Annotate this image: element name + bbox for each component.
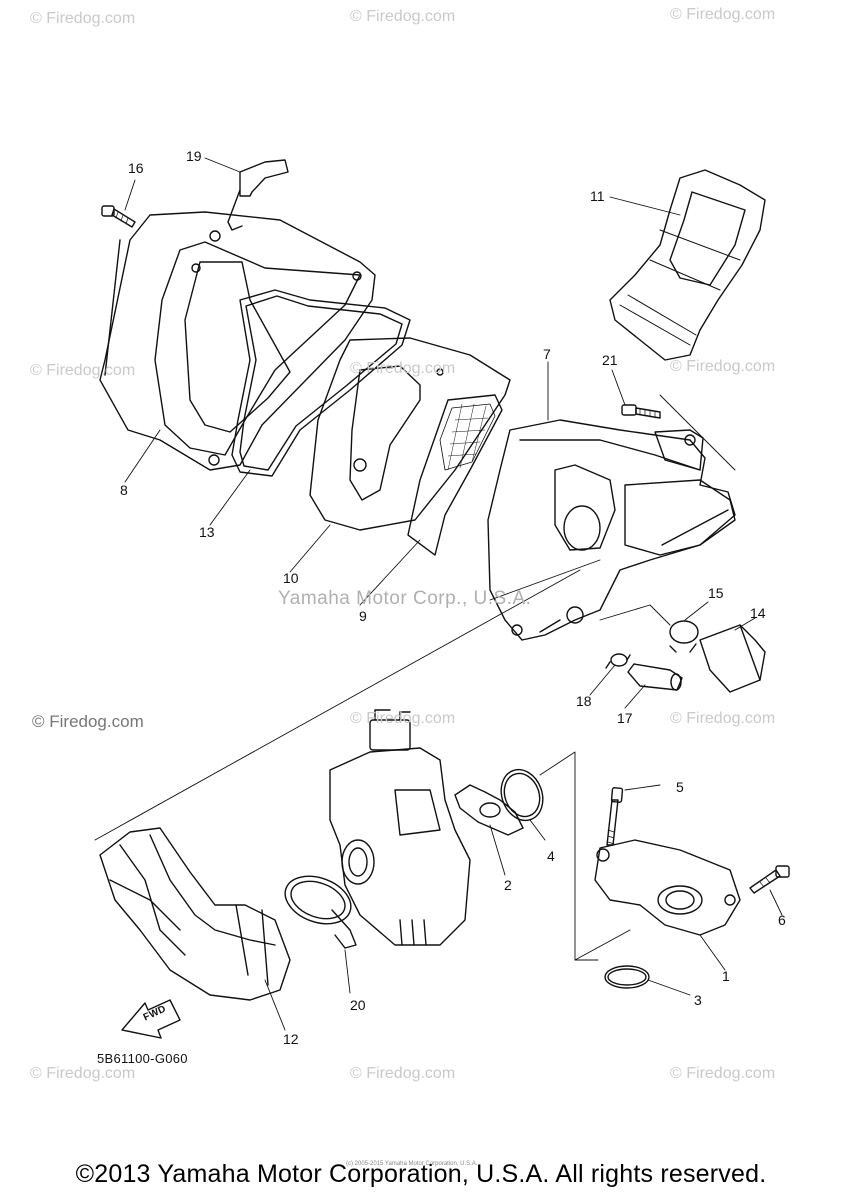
callout-1: 1 (722, 968, 730, 984)
watermark: © Firedog.com (350, 8, 456, 25)
watermark: © Firedog.com (30, 10, 136, 27)
part-6-bolt (749, 865, 790, 894)
watermark: © Firedog.com (30, 362, 136, 379)
part-10-element-frame (309, 337, 511, 531)
part-2-insulator (454, 784, 524, 836)
part-12-intake-hose (99, 827, 291, 1001)
part-3-o-ring (604, 965, 650, 989)
part-16-screw (101, 205, 136, 228)
part-21-bolt (621, 404, 661, 419)
watermark: © Firedog.com (350, 1065, 456, 1082)
leader-lines (94, 157, 783, 1031)
callout-20: 20 (350, 997, 366, 1013)
part-1-manifold (594, 839, 741, 936)
watermark-dark: © Firedog.com (32, 712, 144, 731)
watermark: © Firedog.com (350, 710, 456, 727)
part-4-o-ring (500, 768, 544, 822)
callout-19: 19 (186, 148, 202, 164)
part-5-bolt (606, 787, 624, 846)
watermark: © Firedog.com (350, 360, 456, 377)
part-17-drain-hose (627, 663, 683, 691)
part-7-filter-case (487, 419, 736, 641)
part-19-breather-hose (227, 159, 289, 231)
callout-7: 7 (543, 346, 551, 362)
watermark: © Firedog.com (30, 1065, 136, 1082)
watermark-center: Yamaha Motor Corp., U.S.A. (278, 588, 532, 609)
callout-6: 6 (778, 912, 786, 928)
callout-15: 15 (708, 585, 724, 601)
callout-4: 4 (547, 848, 555, 864)
watermark: © Firedog.com (670, 6, 776, 23)
callout-14: 14 (750, 605, 766, 621)
footer-copyright: ©2013 Yamaha Motor Corporation, U.S.A. A… (75, 1160, 767, 1188)
tiny-copyright: (c) 2005-2015 Yamaha Motor Corporation, … (346, 1161, 478, 1167)
callout-13: 13 (199, 524, 215, 540)
fwd-arrow (121, 999, 181, 1039)
callout-11: 11 (590, 188, 605, 204)
callout-18: 18 (576, 693, 592, 709)
callout-5: 5 (676, 779, 684, 795)
callout-17: 17 (617, 710, 633, 726)
callout-8: 8 (120, 482, 128, 498)
callout-2: 2 (504, 877, 512, 893)
callout-21: 21 (602, 352, 618, 368)
watermark: © Firedog.com (670, 710, 776, 727)
callout-12: 12 (283, 1031, 299, 1047)
callout-3: 3 (694, 992, 702, 1008)
part-13-gasket (231, 289, 411, 477)
callout-9: 9 (359, 608, 367, 624)
part-20-hose-clamp (284, 875, 357, 949)
callout-10: 10 (283, 570, 299, 586)
callout-16: 16 (128, 160, 144, 176)
watermark: © Firedog.com (670, 358, 776, 375)
part-18-clip (605, 653, 631, 669)
part-8-air-case (99, 211, 376, 471)
carburetor (329, 709, 471, 946)
part-11-intake-joint (609, 169, 766, 361)
part-9-air-element (407, 394, 503, 556)
watermark: © Firedog.com (670, 1065, 776, 1082)
diagram-code: 5B61100-G060 (97, 1051, 188, 1066)
part-15-clamp (669, 620, 699, 653)
part-14-drain-cap (699, 624, 766, 693)
